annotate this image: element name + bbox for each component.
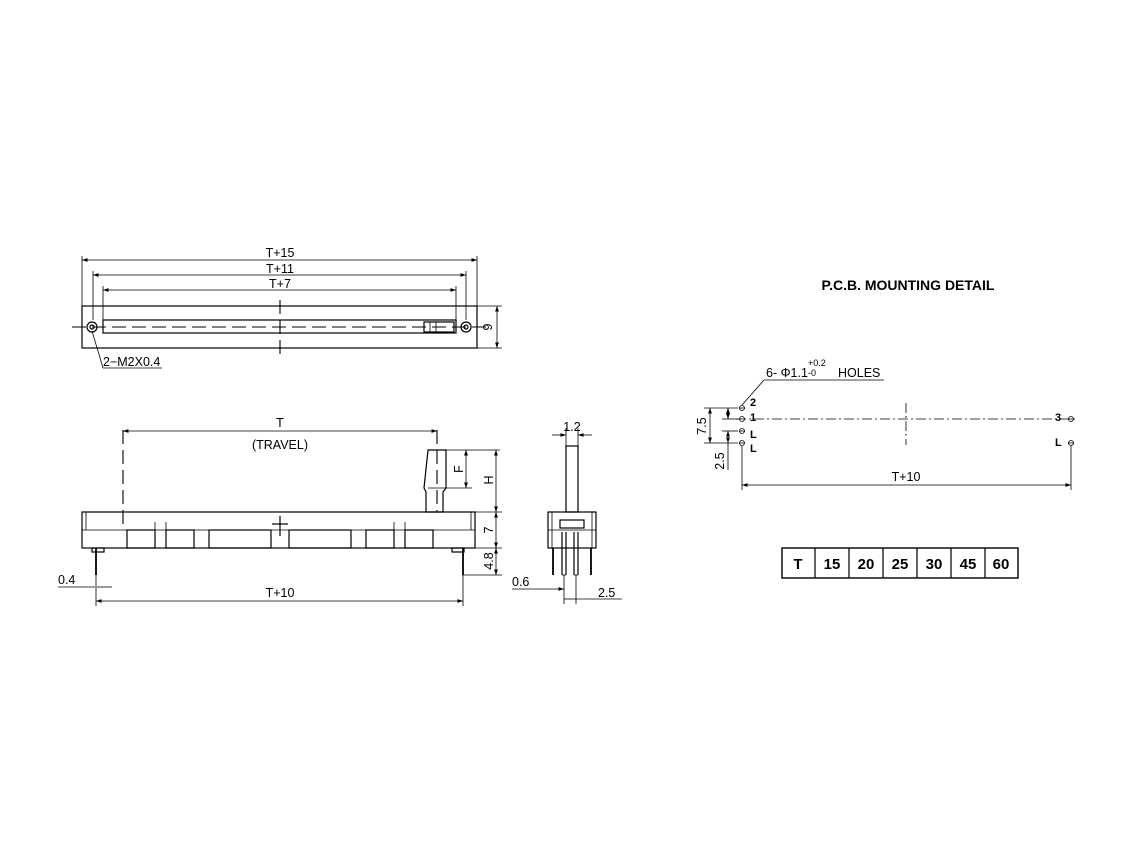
screw-hole-right-inner — [463, 324, 469, 330]
dim-pcb-v1: 7.5 — [695, 417, 709, 434]
dim-inner: T+7 — [269, 277, 291, 291]
table-cell: 15 — [824, 556, 841, 573]
table-header: T — [793, 556, 802, 573]
top-view: T+15 T+11 T+7 9 2−M2X0.4 — [72, 246, 502, 369]
pcb-detail: P.C.B. MOUNTING DETAIL 6- Φ1.1 +0.2 -0 H… — [695, 277, 1078, 490]
travel-label: T — [276, 416, 284, 430]
pcb-title: P.C.B. MOUNTING DETAIL — [822, 277, 995, 293]
table-cell: 25 — [892, 556, 909, 573]
travel-table: T 15 20 25 30 45 60 — [781, 547, 1019, 579]
pin-l-label-right: L — [1055, 437, 1062, 449]
table-cell: 30 — [926, 556, 943, 573]
dim-pin: 4.8 — [482, 552, 496, 569]
table-cell: 20 — [858, 556, 875, 573]
dim-pin-width: 0.4 — [58, 573, 75, 587]
table-cell: 60 — [993, 556, 1010, 573]
travel-sub: (TRAVEL) — [252, 438, 308, 452]
pin-3-label: 3 — [1055, 412, 1061, 424]
screw-hole-right — [460, 321, 472, 333]
holes-tol-lower: -0 — [808, 368, 816, 378]
holes-tol-upper: +0.2 — [808, 358, 826, 368]
screw-hole-left-inner — [89, 324, 95, 330]
end-lever — [565, 445, 579, 513]
side-lever — [423, 449, 447, 513]
pin-l-label-1: L — [750, 429, 757, 441]
holes-prefix: 6- Φ1.1 — [766, 366, 808, 380]
dim-end-pin: 0.6 — [512, 575, 529, 589]
dim-lever: 1.2 — [563, 420, 580, 434]
top-knob — [423, 321, 455, 333]
dim-pin-span: T+10 — [266, 586, 295, 600]
dim-height: 9 — [481, 323, 495, 330]
end-view: 1.2 0.6 2.5 — [512, 420, 622, 604]
dim-end-pitch: 2.5 — [598, 586, 615, 600]
screw-callout: 2−M2X0.4 — [103, 355, 160, 369]
dim-pcb-span: T+10 — [892, 470, 921, 484]
pin-1-label: 1 — [750, 412, 756, 424]
dim-body: 7 — [482, 526, 496, 533]
table-cell: 45 — [960, 556, 977, 573]
dim-f: F — [452, 465, 466, 473]
side-view: T (TRAVEL) F H — [58, 416, 502, 606]
pin-2-label: 2 — [750, 397, 756, 409]
dim-overall: T+15 — [266, 246, 295, 260]
holes-suffix: HOLES — [838, 366, 880, 380]
dim-pcb-v2: 2.5 — [713, 452, 727, 469]
screw-leader — [91, 330, 104, 369]
holes-leader — [741, 379, 765, 406]
dim-mid: T+11 — [266, 262, 294, 276]
dim-h: H — [482, 475, 496, 484]
pin-l-label-2: L — [750, 443, 757, 455]
